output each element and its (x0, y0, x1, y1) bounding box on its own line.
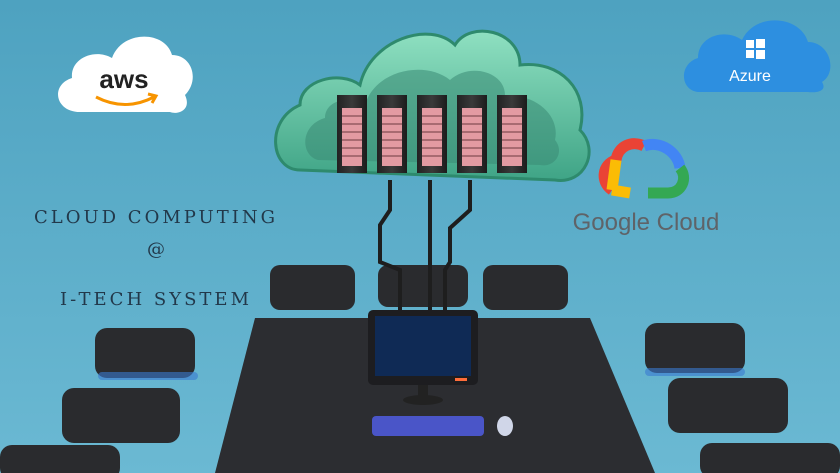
aws-label: aws (99, 64, 148, 94)
azure-label: Azure (729, 68, 771, 85)
google-cloud-label: Google Cloud (573, 209, 720, 236)
azure-logo (683, 20, 831, 93)
google-cloud-logo (598, 138, 689, 199)
keyboard (372, 416, 484, 436)
monitor (368, 310, 478, 405)
servers (337, 95, 527, 173)
mouse (497, 416, 513, 436)
headline-line2: @ (147, 239, 165, 260)
desk (215, 318, 655, 473)
headline-line3: I-TECH SYSTEM (60, 289, 252, 310)
aws-logo (58, 36, 193, 113)
cables (378, 180, 472, 312)
headline-line1: CLOUD COMPUTING (34, 207, 278, 228)
